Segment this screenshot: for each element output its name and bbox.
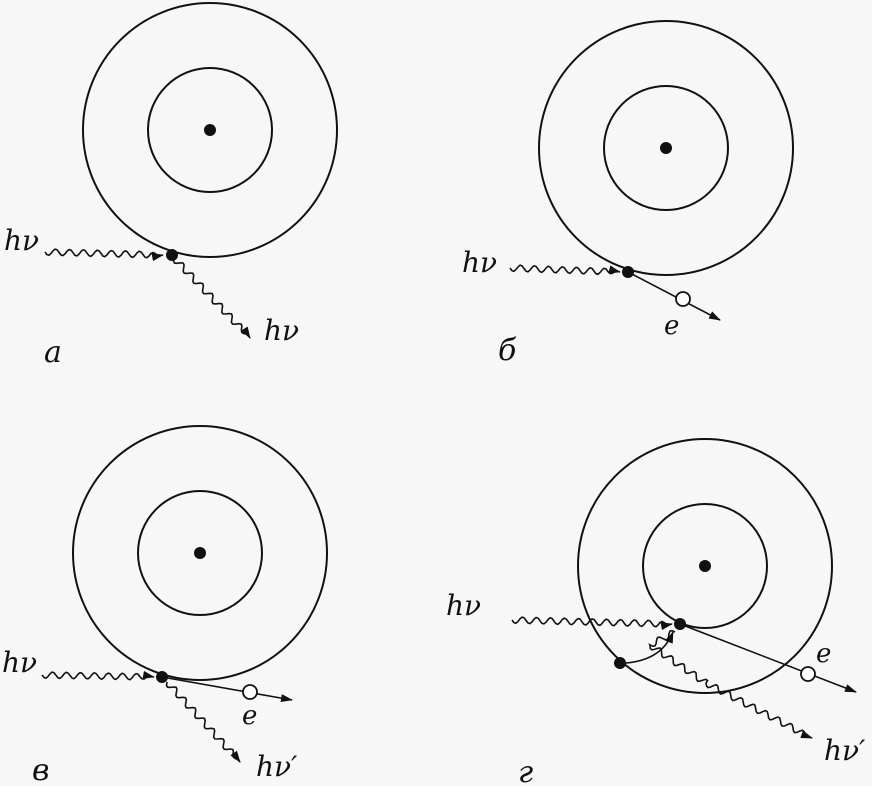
panel-b: hν e б (462, 20, 794, 368)
outer-electron (614, 657, 626, 669)
photon-label-out: hν (264, 314, 299, 347)
panel-label-a: а (44, 335, 62, 370)
incoming-photon-wave (41, 670, 155, 681)
panel-label-g: г (518, 755, 533, 786)
nucleus (660, 142, 672, 154)
outer-shell (538, 20, 794, 276)
outgoing-photon-wave (172, 257, 251, 339)
photon-label-in: hν (446, 589, 481, 622)
electron-label: e (664, 311, 679, 341)
panel-v: hν e hν′ в (2, 425, 328, 786)
incoming-photon-wave (44, 248, 164, 262)
ejected-electron-path (627, 271, 721, 321)
inner-shell (147, 67, 273, 193)
outer-shell (72, 425, 328, 681)
photon-label-scattered: hν′ (256, 750, 298, 783)
ejected-electron-path (679, 623, 857, 693)
panel-label-v: в (32, 753, 49, 786)
ejected-electron (675, 291, 691, 307)
outer-shell (577, 438, 833, 694)
photon-label-scattered: hν′ (824, 734, 866, 767)
nucleus (194, 547, 206, 559)
ejected-electron (242, 684, 258, 700)
electron-bound (166, 249, 178, 261)
panel-a: hν hν а (4, 2, 338, 370)
panel-g: hν e hν′ г (446, 438, 866, 786)
inner-shell (603, 85, 729, 211)
electron-label: e (816, 639, 831, 669)
ejected-electron (800, 666, 816, 682)
nucleus (699, 560, 711, 572)
incoming-photon-wave (511, 616, 673, 631)
photon-label-in: hν (462, 246, 497, 279)
inner-shell (642, 503, 768, 629)
incoming-photon-wave (509, 264, 621, 276)
emitted-photon-wave (648, 629, 813, 739)
electron-label: e (242, 701, 257, 731)
ejected-electron-path (161, 676, 293, 703)
panel-label-b: б (498, 333, 517, 368)
nucleus (204, 124, 216, 136)
photon-label-in: hν (4, 224, 39, 257)
inner-shell (137, 490, 263, 616)
photon-label-in: hν (2, 646, 37, 679)
transition-arrow (625, 631, 674, 664)
outer-shell (82, 2, 338, 258)
scattered-photon-wave (165, 681, 241, 763)
